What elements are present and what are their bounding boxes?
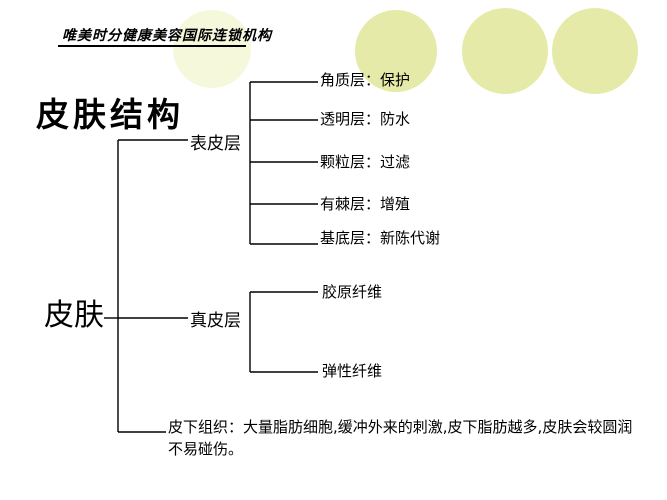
dermis-item: 弹性纤维 [322,362,383,380]
decor-circle [355,10,437,92]
decor-circle [552,8,638,94]
brand-underline [58,45,246,47]
brand-text: 唯美时分健康美容国际连锁机构 [62,28,272,44]
dermis-item: 胶原纤维 [322,283,383,301]
subcutaneous-description: 大量脂肪细胞,缓冲外来的刺激,皮下脂肪越多,皮肤会较圆润不易碰伤。 [168,418,633,458]
decor-circle [462,8,548,94]
layer-item: 基底层：新陈代谢 [320,229,441,247]
layer-item: 角质层：保护 [320,71,411,89]
decor-circle [173,10,251,88]
layer-item: 透明层：防水 [320,110,411,128]
layer-item: 有棘层：增殖 [320,195,411,213]
layer-item: 颗粒层：过滤 [320,153,411,171]
root-label: 皮肤 [44,298,104,333]
subcutaneous-label: 皮下组织： [168,418,244,436]
subcutaneous-note: 皮下组织：大量脂肪细胞,缓冲外来的刺激,皮下脂肪越多,皮肤会较圆润不易碰伤。 [168,416,638,460]
epidermis-label: 表皮层 [190,134,241,154]
dermis-label: 真皮层 [190,311,241,331]
page-title: 皮肤结构 [36,95,184,134]
